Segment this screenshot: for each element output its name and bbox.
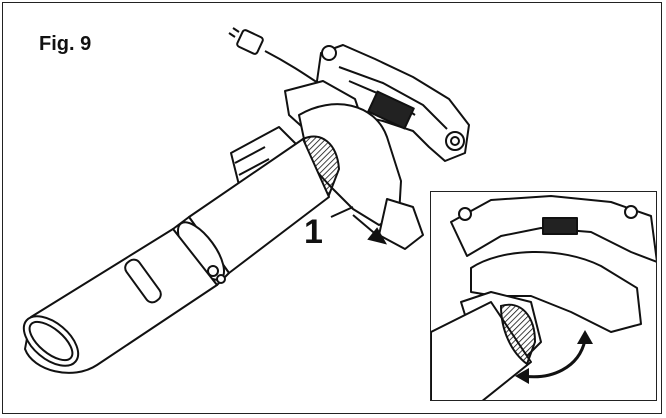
power-cord: [228, 27, 322, 86]
figure-frame: Fig. 9: [2, 2, 662, 414]
figure-label: Fig. 9: [39, 33, 92, 55]
blower-tube: [22, 138, 330, 374]
detail-inset: [430, 191, 657, 401]
inset-illustration: [431, 195, 656, 400]
blower-illustration: [22, 27, 470, 374]
rotation-arrow: [515, 330, 593, 384]
blower-housing: [230, 103, 424, 250]
callout-arrow: [330, 206, 388, 245]
brand-logo: [124, 258, 162, 304]
callout-number: 1: [304, 213, 323, 251]
inset-hatched-flap: [499, 303, 537, 366]
